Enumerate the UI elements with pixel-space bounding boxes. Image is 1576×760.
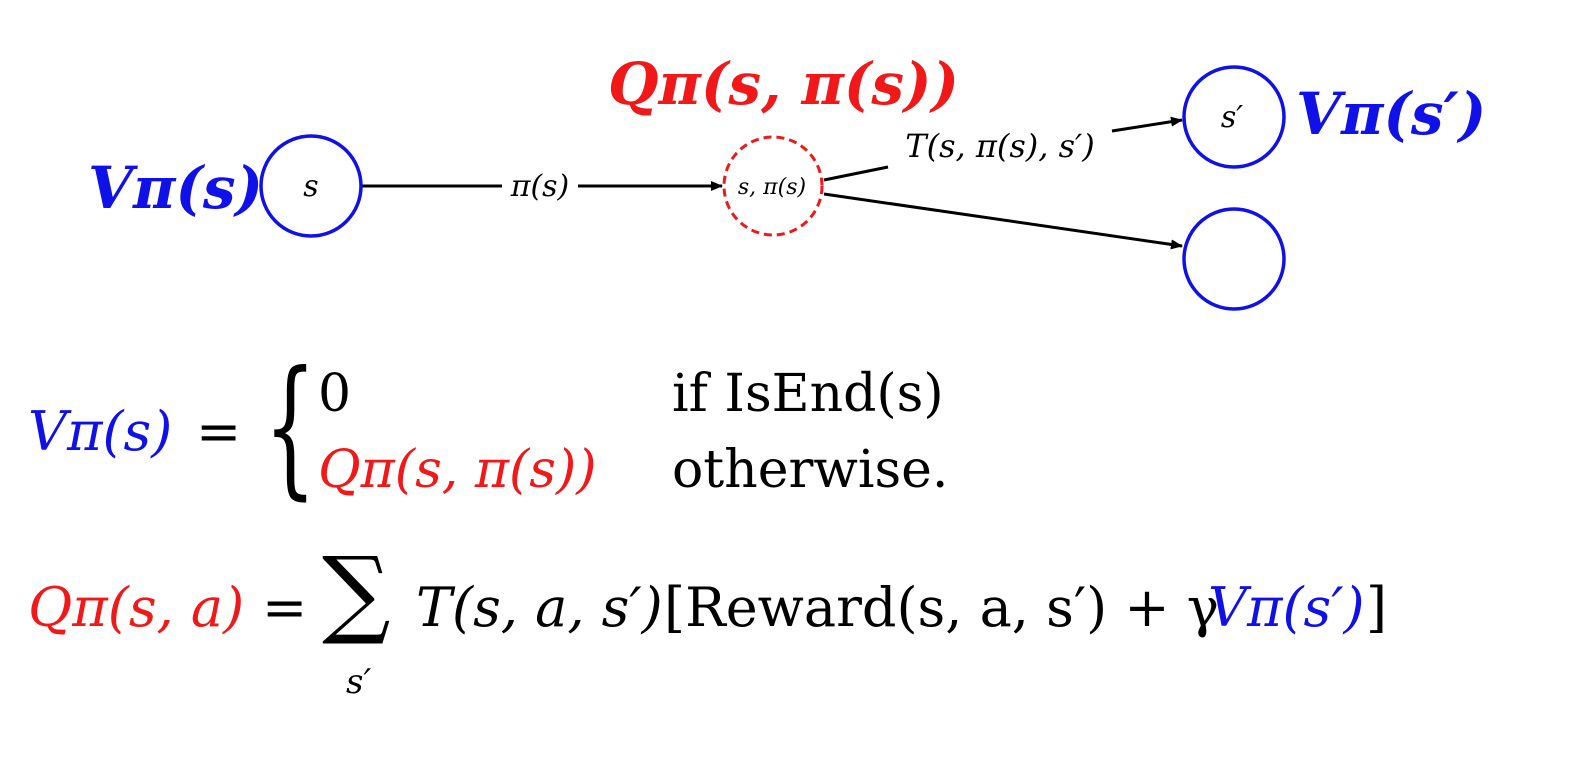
qvalue-equation-equals: = (262, 576, 308, 639)
qvalue-equation-lhs: Qπ(s, a) (28, 576, 245, 639)
value-equation-lhs: Vπ(s) (28, 400, 173, 463)
state-node (259, 134, 363, 238)
reward-term: [Reward(s, a, s′) + γ (664, 576, 1220, 639)
case1-condition: if IsEnd(s) (672, 364, 944, 424)
state-value-label: Vπ(s) (88, 154, 263, 222)
next-value-term: Vπ(s′) (1208, 576, 1365, 639)
chance-qvalue-label: Qπ(s, π(s)) (608, 50, 959, 118)
action-edge-label: π(s) (510, 169, 570, 204)
sum-symbol: ∑ (322, 536, 391, 648)
next-state-value-label: Vπ(s′) (1296, 80, 1486, 148)
cases-brace: { (264, 340, 317, 514)
value-equation-equals: = (196, 400, 242, 463)
close-bracket: ] (1366, 576, 1388, 639)
next-state-node-label: s′ (1221, 100, 1243, 135)
transition-edge-label: T(s, π(s), s′) (905, 127, 1095, 165)
case1-value: 0 (318, 364, 352, 424)
edge-chance-to-next-state (823, 165, 889, 182)
next-state-node (1182, 65, 1286, 169)
transition-term: T(s, a, s′) (416, 576, 663, 639)
sum-index: s′ (346, 662, 372, 702)
state-node-label: s (303, 169, 318, 204)
chance-node-label: s, π(s) (738, 175, 806, 200)
other-next-state-node (1182, 207, 1286, 311)
edge-chance-to-next-state-arrow (1111, 116, 1183, 133)
case2-value: Qπ(s, π(s)) (318, 440, 597, 500)
edge-chance-to-other-state (823, 192, 1183, 250)
case2-condition: otherwise. (672, 440, 949, 500)
chance-node (722, 135, 824, 237)
